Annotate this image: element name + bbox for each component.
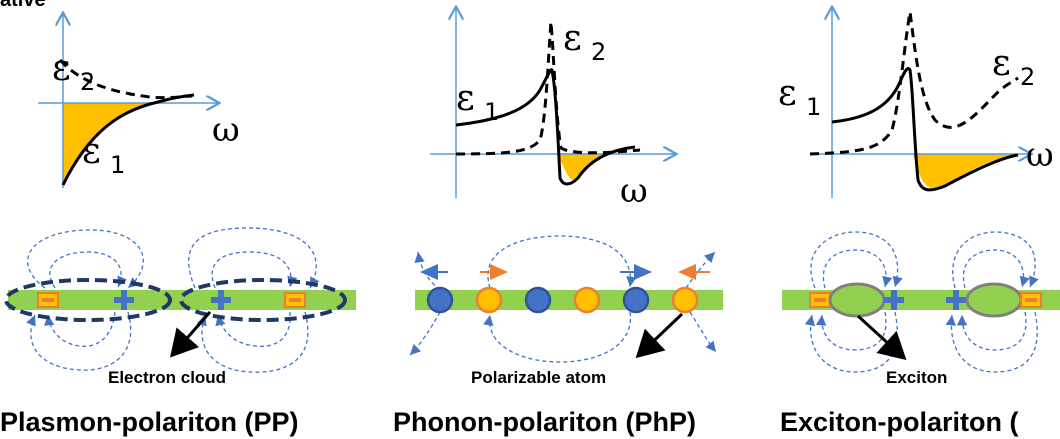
exciton-plus-icon-left <box>884 290 904 310</box>
phonon-eps1-curve <box>455 68 636 186</box>
plasmon-field-line <box>196 311 309 373</box>
exciton-field-line <box>952 231 1039 289</box>
plasmon-electron-cloud-right <box>179 278 347 322</box>
plasmon-eps1-fill <box>63 103 158 185</box>
plasmon-eps1-subscript: 1 <box>110 151 125 179</box>
plasmon-eps1-symbol: ε <box>82 131 101 172</box>
top-fragment-text: ative <box>0 0 46 11</box>
exciton-eps2-symbol: ε <box>992 43 1011 84</box>
plasmon-minus-icon-left <box>37 292 59 308</box>
exciton-eps1-subscript: 1 <box>806 93 821 121</box>
plasmon-label-arrow <box>170 311 212 358</box>
exciton-field-line <box>810 231 903 289</box>
phonon-field-line <box>689 311 717 353</box>
plasmon-field-line <box>26 229 144 289</box>
phonon-eps1-fill <box>557 153 605 181</box>
plasmon-minus-icon-right <box>284 292 306 308</box>
exciton-ellipse-right <box>965 282 1023 318</box>
phonon-field-line <box>409 311 441 356</box>
plasmon-eps1-curve <box>61 93 195 186</box>
phonon-bottom: Polarizable atom <box>409 235 723 387</box>
exciton-label: Exciton <box>886 368 947 387</box>
exciton-omega-symbol: ω <box>1026 135 1054 175</box>
plasmon-electron-cloud-left <box>4 278 172 322</box>
exciton-bottom: Exciton <box>782 231 1060 387</box>
plasmon-field-line <box>188 227 320 289</box>
phonon-atom-orange <box>671 286 699 314</box>
phonon-atom-blue <box>622 286 650 314</box>
exciton-field-line <box>945 311 1038 373</box>
plasmon-bottom: Electron cloud <box>4 227 356 387</box>
exciton-minus-icon-right <box>1020 292 1042 308</box>
exciton-eps1-symbol: ε <box>778 73 797 114</box>
phonon-omega-symbol: ω <box>620 171 648 211</box>
phonon-atom-blue <box>524 286 552 314</box>
phonon-atom-blue <box>426 286 454 314</box>
plasmon-eps2-curve <box>58 58 193 100</box>
exciton-ellipse-left <box>828 282 886 318</box>
exciton-graph: ε 1 ε 2 ω <box>778 8 1054 198</box>
phonon-label-arrow <box>635 312 684 359</box>
plasmon-eps2-symbol: ε <box>52 48 71 89</box>
plasmon-omega-symbol: ω <box>212 110 240 150</box>
plasmon-graph: ε 2 ε 1 ω <box>38 14 240 188</box>
phonon-field-line <box>487 235 637 289</box>
phonon-atom-orange <box>475 286 503 314</box>
plasmon-plus-icon-left <box>114 290 134 310</box>
plasmon-field-line <box>211 251 298 289</box>
exciton-eps1-curve <box>831 67 1019 192</box>
exciton-field-line <box>804 311 898 373</box>
exciton-minus-icon-left <box>809 292 831 308</box>
phonon-eps2-curve <box>455 21 641 156</box>
phonon-atom-orange <box>573 286 601 314</box>
exciton-field-line <box>956 311 1027 351</box>
phonon-eps2-subscript: 2 <box>591 38 606 66</box>
panel-plasmon: ε 2 ε 1 ω <box>0 14 356 437</box>
phonon-eps2-symbol: ε <box>563 18 582 59</box>
panel-exciton: ε 1 ε 2 ω <box>778 8 1060 437</box>
phonon-title: Phonon-polariton (PhP) <box>393 407 696 437</box>
phonon-graph: ε 1 ε 2 ω <box>430 8 675 211</box>
phonon-field-line <box>483 311 632 363</box>
panel-phonon: ε 1 ε 2 ω Polarizable atom <box>393 8 723 437</box>
phonon-field-line <box>685 251 716 289</box>
plasmon-field-line <box>26 311 132 371</box>
plasmon-title: Plasmon-polariton (PP) <box>0 407 299 437</box>
plasmon-green-bar <box>8 290 356 310</box>
phonon-eps1-subscript: 1 <box>484 98 499 126</box>
plasmon-plus-icon-right <box>211 290 231 310</box>
exciton-plus-icon-right <box>946 290 966 310</box>
phonon-eps1-symbol: ε <box>456 78 475 119</box>
exciton-eps2-subscript: 2 <box>1020 63 1035 91</box>
plasmon-field-line <box>215 311 291 347</box>
phonon-polarizable-atom-label: Polarizable atom <box>471 368 606 387</box>
exciton-title: Exciton-polariton ( <box>780 407 1019 437</box>
plasmon-electron-cloud-label: Electron cloud <box>108 368 226 387</box>
exciton-label-arrow <box>856 314 907 361</box>
exciton-eps2-curve <box>809 11 1019 156</box>
exciton-field-line <box>815 311 887 351</box>
plasmon-field-line <box>49 251 128 289</box>
exciton-field-line <box>962 249 1030 289</box>
plasmon-eps2-subscript: 2 <box>80 68 95 96</box>
exciton-eps1-fill <box>913 154 1012 189</box>
exciton-field-line <box>822 249 893 289</box>
